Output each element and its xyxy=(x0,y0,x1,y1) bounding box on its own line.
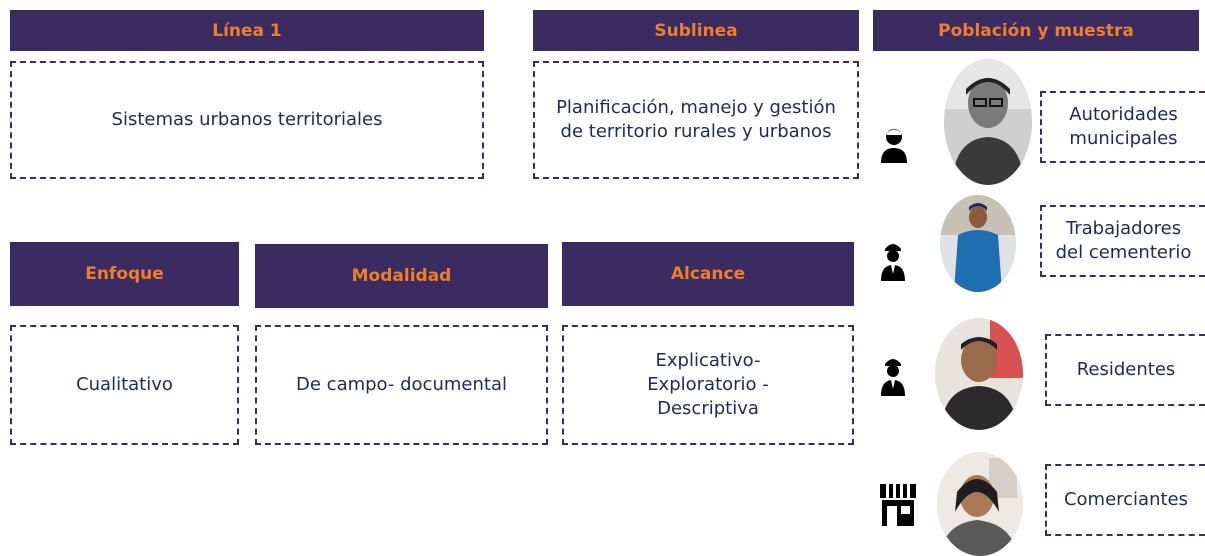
worker-photo xyxy=(940,195,1016,292)
resident-photo xyxy=(935,318,1023,430)
person-icon xyxy=(881,129,907,163)
authority-photo xyxy=(944,59,1032,185)
modalidad-header: Modalidad xyxy=(255,244,548,308)
residentes-box: Residentes xyxy=(1045,334,1205,406)
autoridades-box: Autoridades municipales xyxy=(1040,91,1205,163)
sublinea-header: Sublinea xyxy=(533,10,859,51)
alcance-header: Alcance xyxy=(562,242,854,306)
worker-icon xyxy=(881,244,905,281)
trabajadores-box: Trabajadores del cementerio xyxy=(1040,205,1205,277)
merchant-photo xyxy=(937,452,1023,556)
modalidad-box: De campo- documental xyxy=(255,325,548,445)
linea-box: Sistemas urbanos territoriales xyxy=(10,61,484,179)
worker-icon xyxy=(881,359,905,396)
enfoque-box: Cualitativo xyxy=(10,325,239,445)
comerciantes-box: Comerciantes xyxy=(1045,464,1205,536)
sublinea-box: Planificación, manejo y gestión de terri… xyxy=(533,61,859,179)
poblacion-header: Población y muestra xyxy=(873,10,1199,51)
linea-header: Línea 1 xyxy=(10,10,484,51)
store-icon xyxy=(880,484,916,526)
alcance-box: Explicativo-Exploratorio - Descriptiva xyxy=(562,325,854,445)
enfoque-header: Enfoque xyxy=(10,242,239,306)
